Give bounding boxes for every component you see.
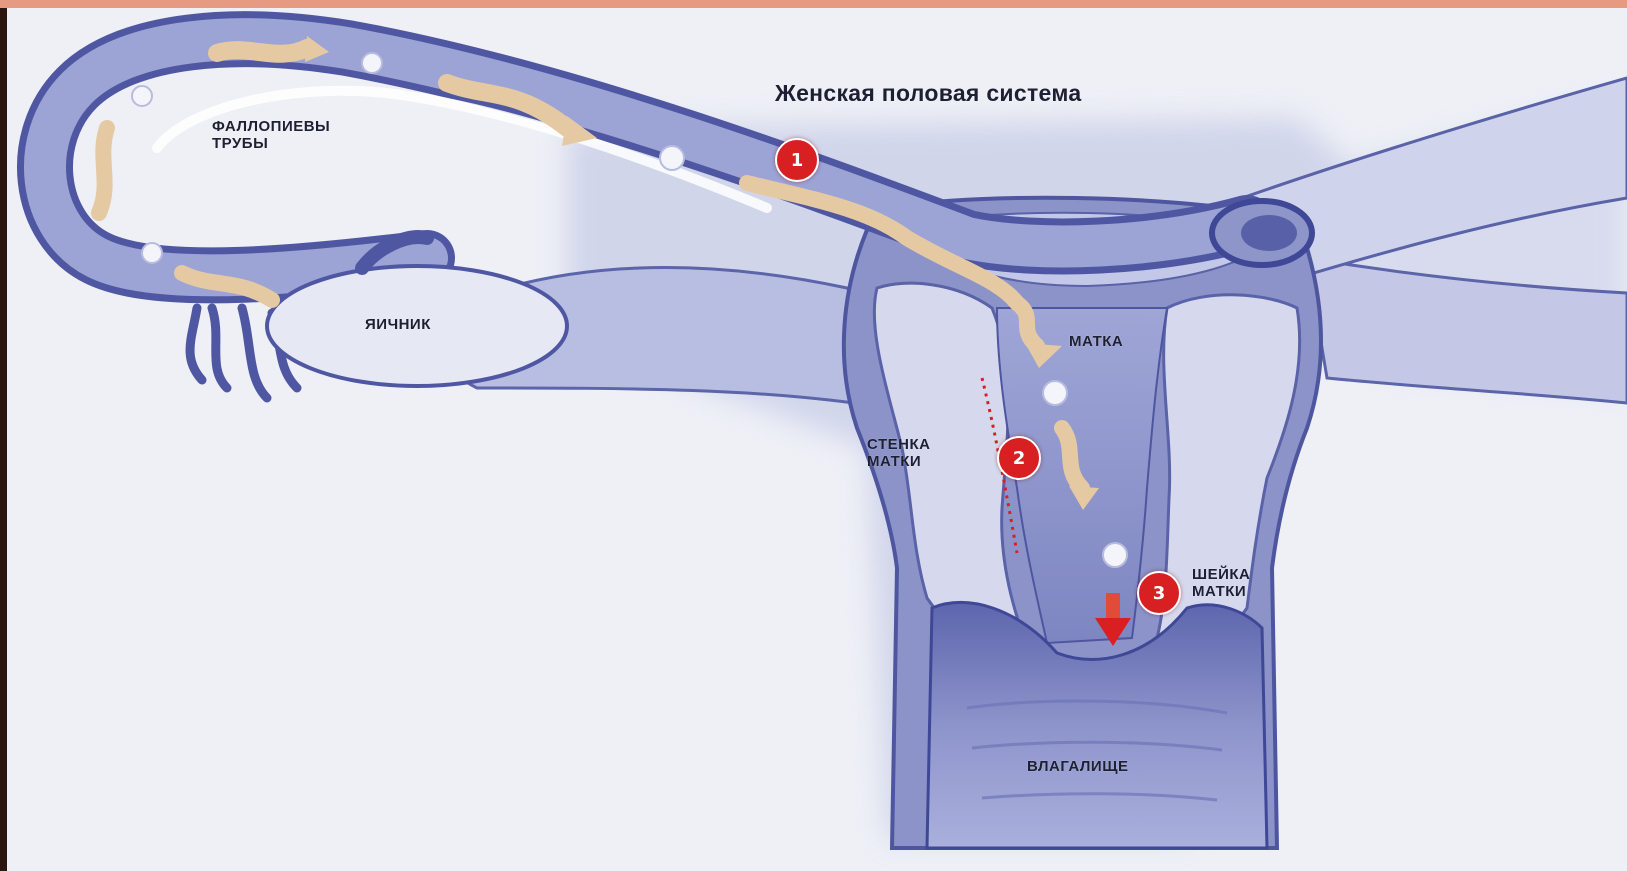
- label-cervix-line-1: ШЕЙКА: [1192, 566, 1250, 583]
- label-vagina: ВЛАГАЛИЩЕ: [1027, 758, 1129, 775]
- label-fallopian-tubes-line-2: ТРУБЫ: [212, 135, 330, 152]
- label-uterus: МАТКА: [1069, 333, 1123, 350]
- top-border: [0, 0, 1627, 8]
- marker-1: 1: [775, 138, 819, 182]
- label-uterine-wall: СТЕНКА МАТКИ: [867, 436, 930, 471]
- label-uterine-wall-line-1: СТЕНКА: [867, 436, 930, 453]
- label-cervix: ШЕЙКА МАТКИ: [1192, 566, 1250, 601]
- label-uterine-wall-line-2: МАТКИ: [867, 453, 930, 470]
- label-cervix-line-2: МАТКИ: [1192, 583, 1250, 600]
- right-tube-lumen: [1241, 215, 1297, 251]
- label-fallopian-tubes: ФАЛЛОПИЕВЫ ТРУБЫ: [212, 118, 330, 153]
- diagram-title: Женская половая система: [775, 80, 1081, 106]
- marker-2: 2: [997, 436, 1041, 480]
- diagram-canvas: Женская половая система ФАЛЛОПИЕВЫ ТРУБЫ…: [7, 8, 1627, 871]
- label-fallopian-tubes-line-1: ФАЛЛОПИЕВЫ: [212, 118, 330, 135]
- label-ovary: ЯИЧНИК: [365, 316, 431, 333]
- marker-3: 3: [1137, 571, 1181, 615]
